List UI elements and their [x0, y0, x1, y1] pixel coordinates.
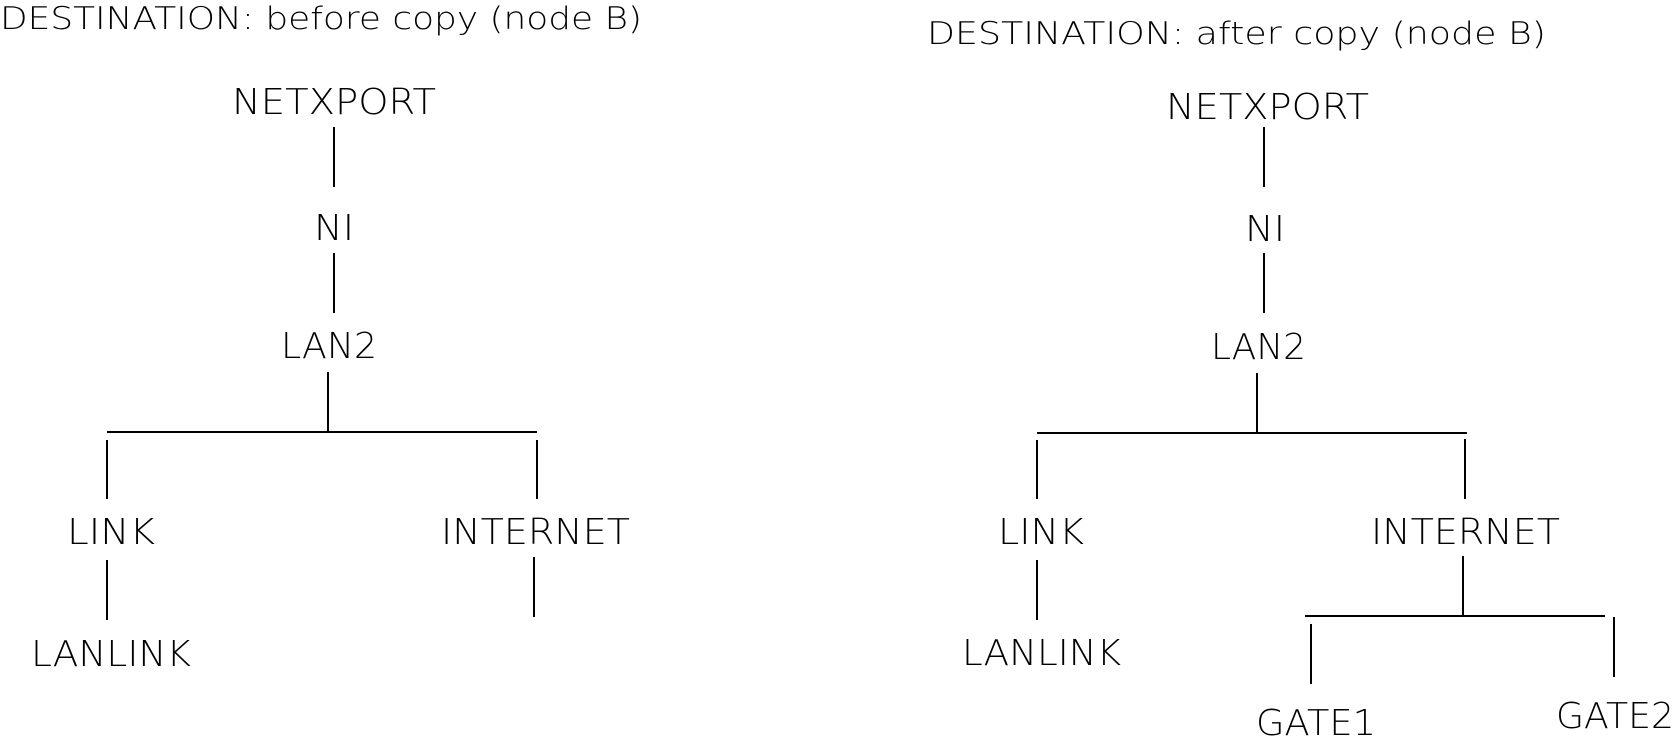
node-netxport: NETXPORT: [232, 82, 436, 123]
node-netxport: NETXPORT: [1166, 87, 1369, 128]
node-gate1: GATE1: [1256, 703, 1376, 736]
node-lan2: LAN2: [1211, 327, 1306, 368]
diagram-after-copy: DESTINATION: after copy (node B) NETXPOR…: [927, 16, 1674, 736]
node-gate2: GATE2: [1556, 696, 1674, 736]
diagram-title: DESTINATION: before copy (node B): [0, 1, 642, 37]
node-link: LINK: [67, 512, 155, 553]
node-lanlink: LANLINK: [962, 633, 1121, 674]
diagram-title: DESTINATION: after copy (node B): [927, 16, 1546, 52]
node-internet: INTERNET: [1371, 512, 1560, 553]
node-ni: NI: [314, 208, 354, 249]
diagram-before-copy: DESTINATION: before copy (node B) NETXPO…: [0, 1, 642, 675]
node-internet: INTERNET: [441, 512, 630, 553]
node-lan2: LAN2: [281, 326, 377, 367]
node-lanlink: LANLINK: [31, 634, 191, 675]
node-link: LINK: [998, 512, 1084, 553]
node-ni: NI: [1245, 209, 1285, 250]
